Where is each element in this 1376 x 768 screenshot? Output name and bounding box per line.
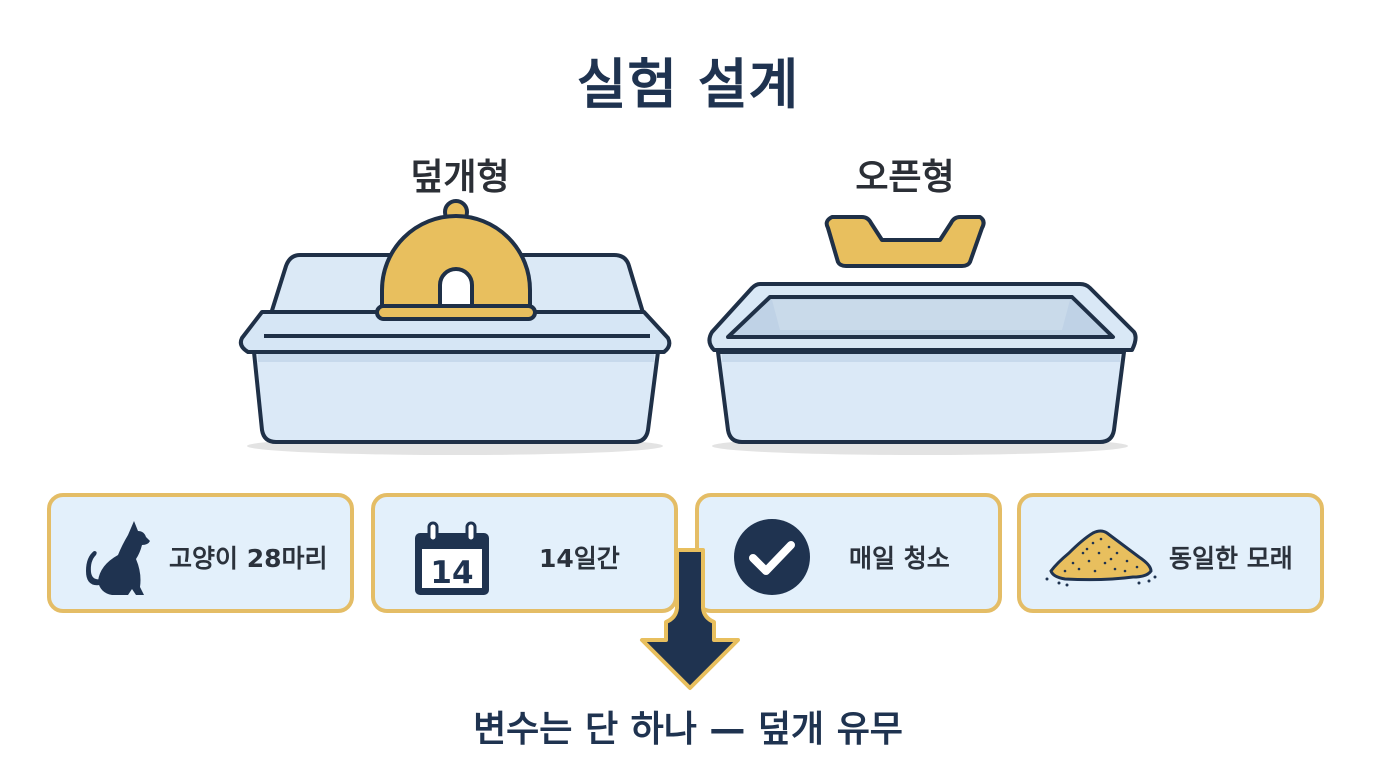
down-arrow-icon [640, 548, 740, 690]
svg-text:14: 14 [430, 555, 473, 591]
cat-icon [86, 521, 150, 595]
condition-text: 고양이 28마리 [169, 544, 328, 573]
checkmark-icon [734, 519, 810, 595]
calendar-icon: 14 [415, 521, 489, 595]
group-label-covered: 덮개형 [410, 157, 510, 198]
condition-card-sand: 동일한 모래 [1017, 493, 1324, 613]
page-title: 실험 설계 [576, 53, 800, 116]
open-litter-box-illustration [707, 215, 1138, 455]
sand-pile-icon [1045, 529, 1157, 587]
condition-card-cleaning: 매일 청소 [695, 493, 1002, 613]
condition-card-duration: 14 14일간 [371, 493, 678, 613]
conclusion-text: 변수는 단 하나 — 덮개 유무 [473, 709, 903, 750]
covered-litter-box-illustration [238, 199, 672, 455]
condition-card-cats: 고양이 28마리 [47, 493, 354, 613]
condition-text: 14일간 [539, 544, 620, 573]
condition-text: 매일 청소 [849, 544, 950, 573]
group-label-open: 오픈형 [855, 157, 955, 198]
condition-text: 동일한 모래 [1169, 544, 1293, 573]
